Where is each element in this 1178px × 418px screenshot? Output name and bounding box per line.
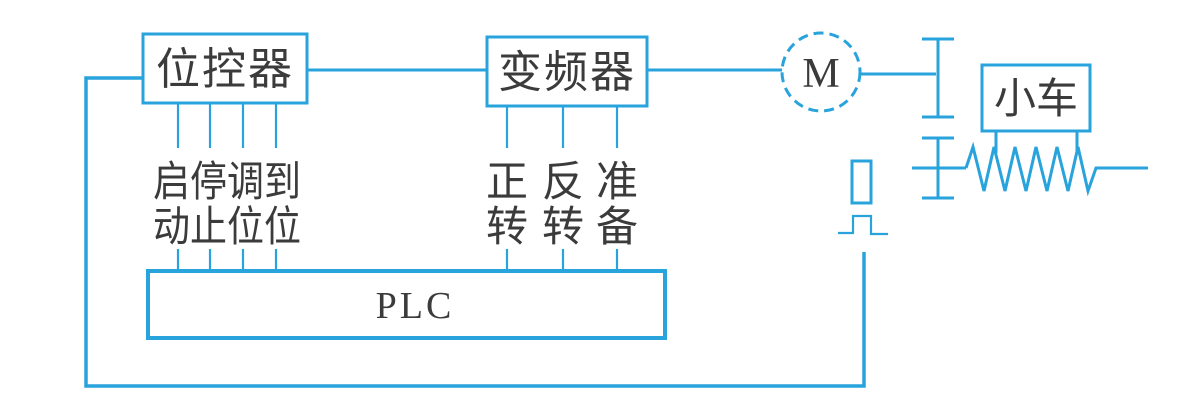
label-reverse-top: 反 bbox=[542, 157, 584, 206]
coupling-lower-icon bbox=[912, 136, 966, 200]
cart-label: 小车 bbox=[994, 74, 1078, 123]
plc-input-labels-row2: 动止位位 bbox=[153, 202, 301, 251]
inverter-box bbox=[485, 35, 649, 108]
cart-box bbox=[980, 63, 1092, 133]
label-ready-top: 准 bbox=[596, 157, 638, 206]
plc-output-stubs bbox=[505, 249, 619, 271]
pulse-waveform-icon bbox=[838, 214, 888, 236]
lead-screw-icon bbox=[964, 141, 1148, 197]
label-forward-bottom: 转 bbox=[486, 202, 528, 251]
position-controller-box bbox=[141, 32, 309, 105]
coupling-upper-icon bbox=[922, 37, 954, 119]
motor-label: M bbox=[802, 51, 839, 97]
plc-box bbox=[146, 269, 667, 340]
position-controller-label: 位控器 bbox=[156, 44, 294, 95]
plc-input-labels-row1: 启停调到 bbox=[153, 157, 301, 206]
motor-circle bbox=[780, 31, 862, 113]
label-forward-top: 正 bbox=[486, 157, 528, 206]
pulse-sensor-icon bbox=[850, 159, 873, 205]
plc-label: PLC bbox=[376, 285, 455, 327]
feedback-loop-wire bbox=[84, 76, 866, 388]
label-reverse-bottom: 转 bbox=[542, 202, 584, 251]
label-ready-bottom: 备 bbox=[596, 202, 638, 251]
inverter-signal-stubs bbox=[505, 106, 619, 148]
position-controller-signal-stubs bbox=[176, 103, 278, 148]
plc-input-stubs bbox=[176, 249, 278, 271]
inverter-label: 变频器 bbox=[498, 47, 636, 98]
